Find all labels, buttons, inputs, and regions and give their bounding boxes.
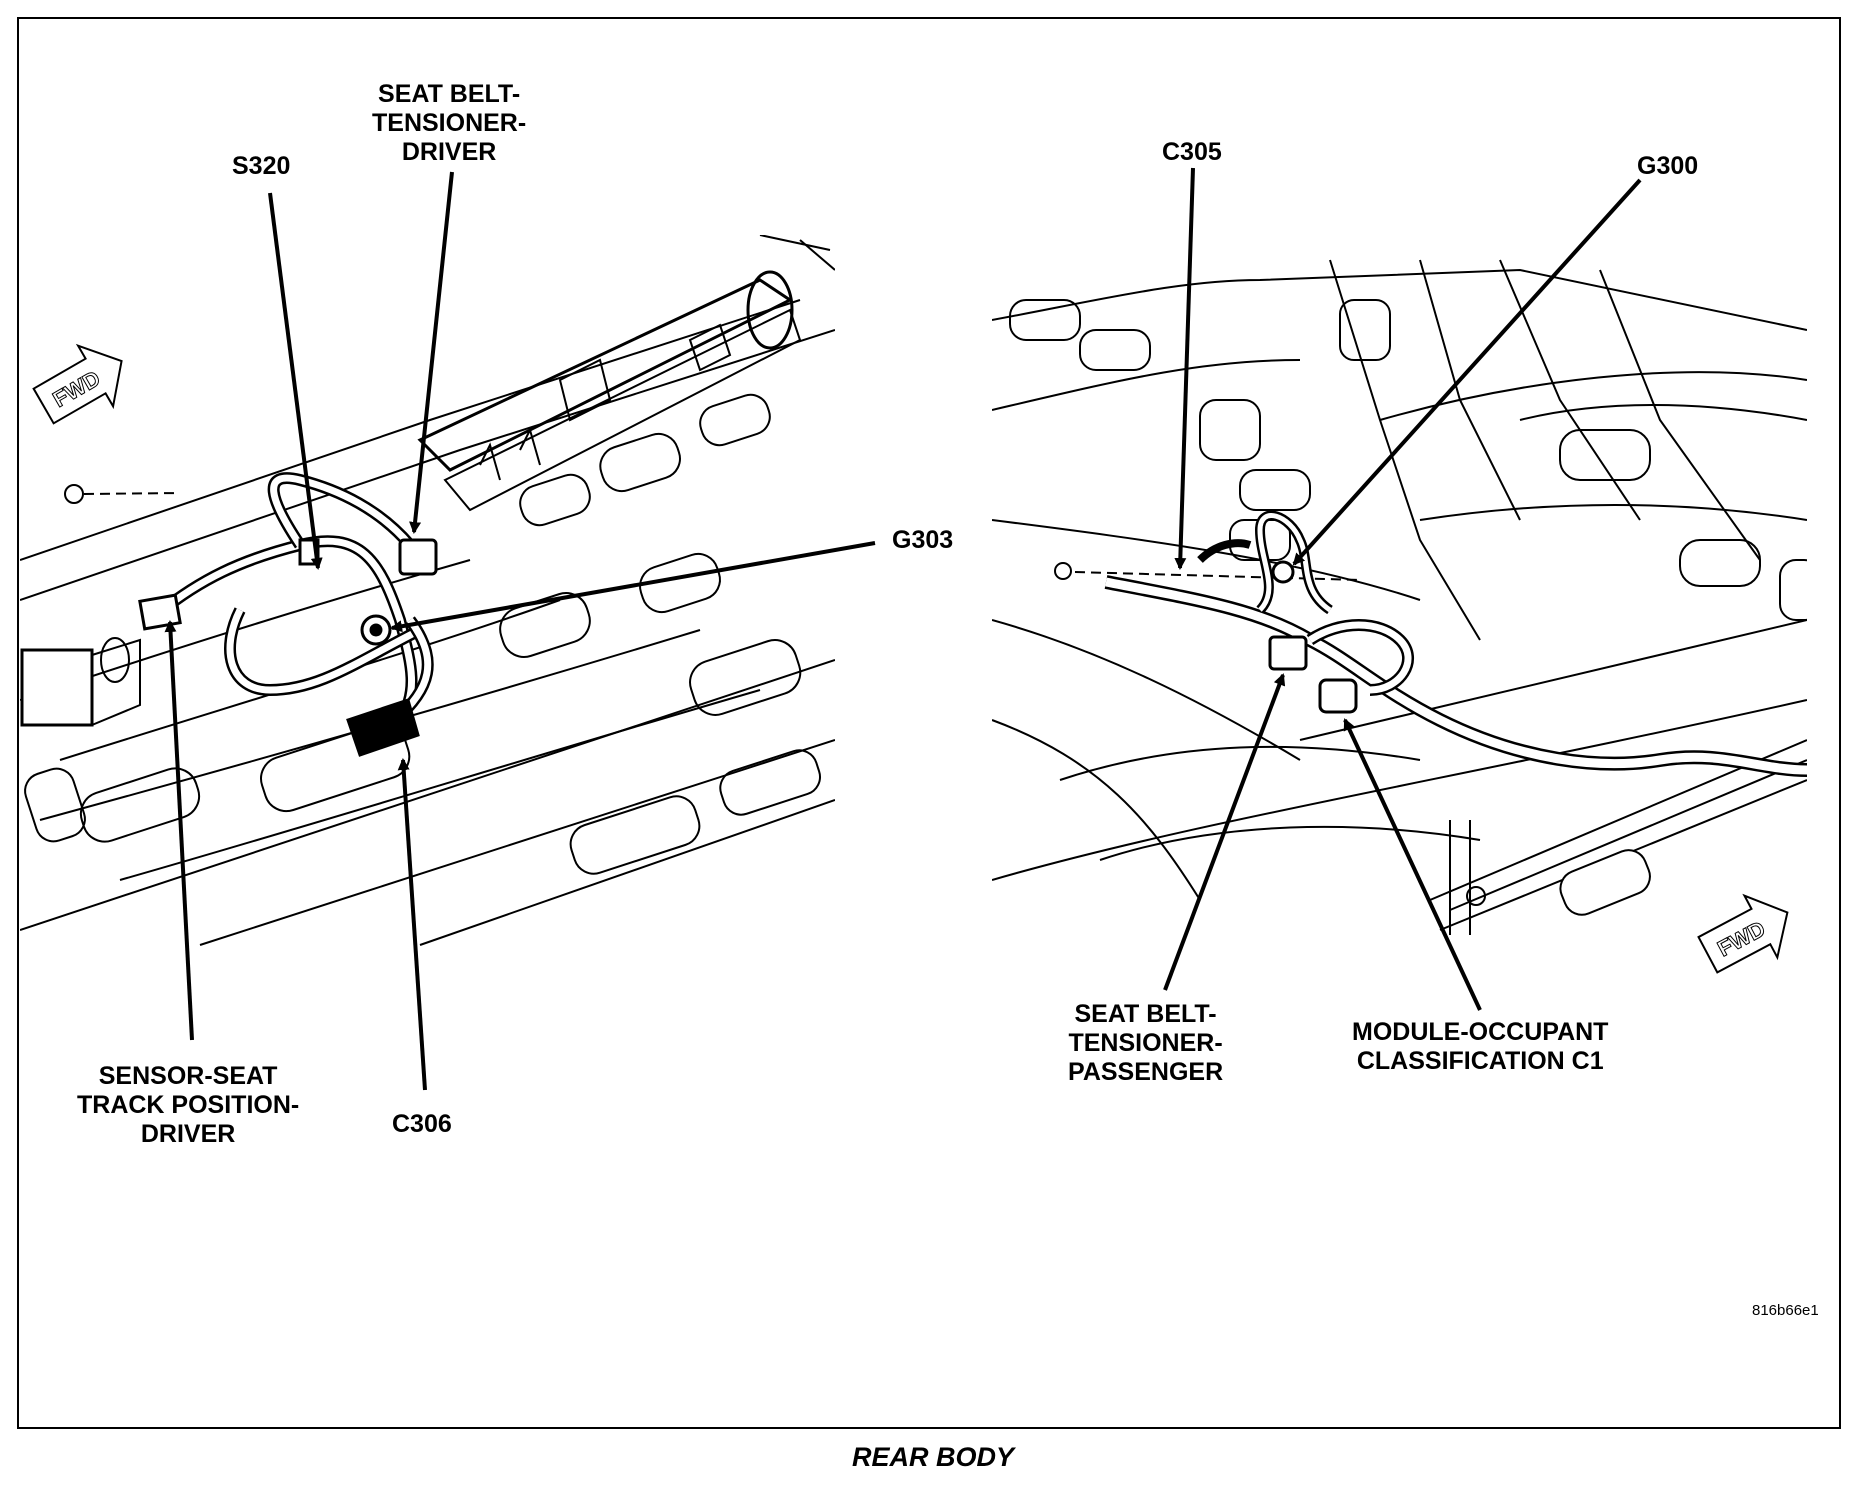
passenger-side-harness — [1104, 510, 1808, 777]
label-line: TRACK POSITION- — [77, 1091, 300, 1119]
label-c306: C306 — [392, 1110, 452, 1139]
label-s320-text: S320 — [232, 152, 291, 180]
label-line: CLASSIFICATION C1 — [1356, 1047, 1604, 1075]
label-c305: C305 — [1162, 138, 1222, 167]
label-line: DRIVER — [140, 1120, 236, 1148]
label-line: DRIVER — [401, 138, 497, 166]
fwd-arrow-right: FWD — [1697, 893, 1789, 974]
figure-code: 816b66e1 — [1752, 1302, 1819, 1319]
fwd-arrow-left: FWD — [32, 343, 123, 425]
driver-side-illustration — [20, 235, 835, 946]
label-module-occupant-classification-c1: MODULE-OCCUPANT CLASSIFICATION C1 — [1352, 1018, 1608, 1076]
leader-sensor-seat-track — [164, 620, 194, 1041]
label-seat-belt-tensioner-passenger: SEAT BELT- TENSIONER- PASSENGER — [1068, 1000, 1223, 1087]
label-g300: G300 — [1637, 152, 1698, 181]
label-seat-belt-tensioner-driver: SEAT BELT- TENSIONER- DRIVER — [372, 80, 526, 167]
label-g303: G303 — [892, 526, 953, 555]
label-line: MODULE-OCCUPANT — [1352, 1018, 1609, 1046]
leader-s320 — [268, 192, 323, 570]
label-line: TENSIONER- — [372, 109, 527, 137]
label-g300-text: G300 — [1637, 152, 1699, 180]
driver-side-harness — [156, 472, 434, 725]
leader-c305 — [1174, 167, 1195, 570]
label-g303-text: G303 — [892, 526, 954, 554]
label-sensor-seat-track-position-driver: SENSOR-SEAT TRACK POSITION- DRIVER — [77, 1062, 299, 1149]
passenger-side-illustration — [992, 259, 1807, 935]
leader-seat-belt-tensioner-driver — [409, 171, 454, 534]
label-line: TENSIONER- — [1068, 1029, 1223, 1057]
label-s320: S320 — [232, 152, 290, 181]
label-line: PASSENGER — [1068, 1058, 1224, 1086]
caption: REAR BODY — [851, 1442, 1014, 1472]
leader-c306 — [397, 758, 427, 1091]
passenger-side-connectors — [1197, 539, 1358, 714]
label-line: SEAT BELT- — [1074, 1000, 1217, 1028]
leader-module-occupant-classification — [1343, 718, 1482, 1011]
label-c305-text: C305 — [1162, 138, 1222, 166]
leader-g300 — [1292, 178, 1642, 566]
label-line: SENSOR-SEAT — [98, 1062, 278, 1090]
leader-seat-belt-tensioner-passenger — [1163, 673, 1286, 991]
diagram-frame — [17, 17, 1841, 1429]
label-line: SEAT BELT- — [378, 80, 521, 108]
label-c306-text: C306 — [392, 1110, 452, 1138]
leader-g303 — [390, 541, 876, 633]
callout-leaders — [164, 167, 1642, 1091]
